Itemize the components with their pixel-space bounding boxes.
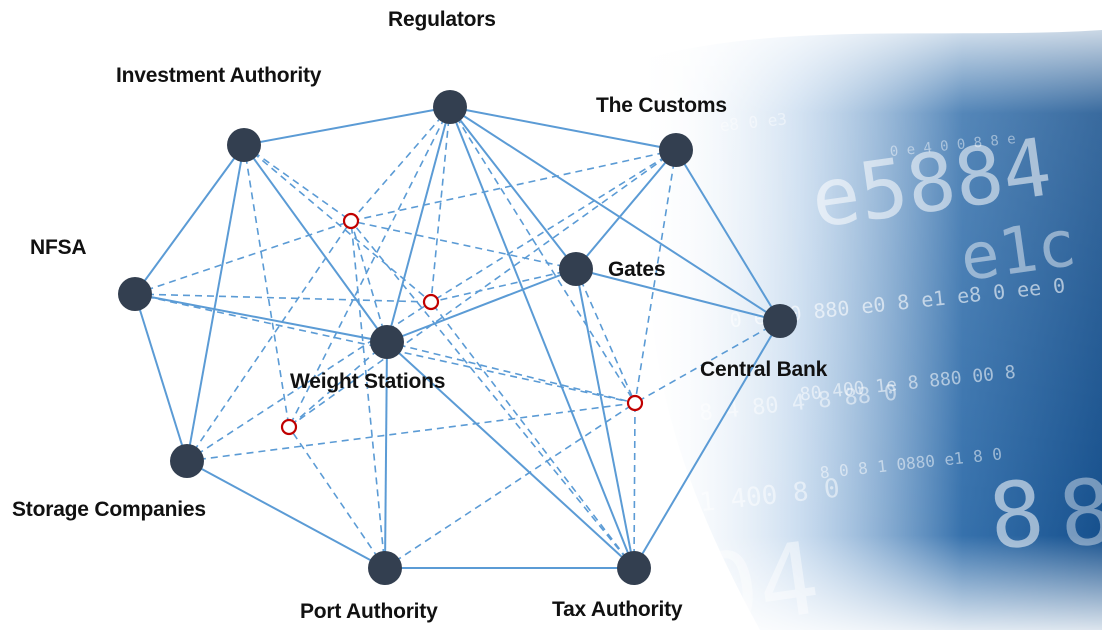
dashed-edge-investment-h4: [243, 144, 290, 428]
edge-customs-central: [675, 149, 781, 322]
dashed-edge-tax-h3: [633, 402, 636, 569]
edge-regulators-central: [449, 106, 781, 322]
label-weight-stations: Weight Stations: [290, 370, 446, 393]
label-tax-authority: Tax Authority: [552, 598, 683, 621]
edge-gates-weight: [386, 268, 577, 343]
dashed-edge-nfsa-h1: [134, 220, 352, 295]
node-central[interactable]: [763, 304, 797, 338]
edge-investment-weight: [243, 144, 388, 343]
node-investment[interactable]: [227, 128, 261, 162]
hub-node-h1: [342, 212, 360, 230]
dashed-edge-tax-h1: [350, 220, 635, 569]
edge-storage-port: [186, 460, 386, 569]
dashed-edge-weight-h1: [350, 220, 388, 343]
dashed-edge-gates-h2: [430, 268, 577, 303]
svg-text:e1c: e1c: [956, 207, 1081, 296]
hub-node-h3: [626, 394, 644, 412]
dashed-edge-port-h1: [350, 220, 386, 569]
dashed-edge-customs-h2: [430, 149, 677, 303]
hub-node-h2: [422, 293, 440, 311]
edge-gates-central: [575, 268, 781, 322]
dashed-edge-port-h3: [384, 402, 636, 569]
node-tax[interactable]: [617, 551, 651, 585]
dashed-edge-storage-h3: [186, 402, 636, 462]
edge-weight-port: [384, 341, 388, 569]
edge-investment-storage: [186, 144, 245, 462]
label-port-authority: Port Authority: [300, 600, 438, 623]
edge-regulators-tax: [449, 106, 635, 569]
edge-regulators-weight: [386, 106, 451, 343]
dashed-edges: [134, 106, 781, 569]
label-the-customs: The Customs: [596, 94, 727, 117]
hub-nodes: [280, 212, 644, 436]
label-investment-authority: Investment Authority: [116, 64, 322, 87]
dashed-edge-investment-h2: [243, 144, 432, 303]
node-gates[interactable]: [559, 252, 593, 286]
dashed-edge-central-h3: [634, 320, 781, 404]
entity-nodes: [118, 90, 797, 585]
dashed-edge-investment-h1: [243, 144, 352, 222]
dashed-edge-customs-h4: [288, 149, 677, 428]
node-regulators[interactable]: [433, 90, 467, 124]
node-customs[interactable]: [659, 133, 693, 167]
label-nfsa: NFSA: [30, 236, 87, 259]
dashed-edge-port-h4: [288, 426, 386, 569]
label-central-bank: Central Bank: [700, 358, 828, 381]
edge-regulators-gates: [449, 106, 577, 270]
dashed-edge-storage-h1: [186, 220, 352, 462]
edge-central-tax: [633, 320, 781, 569]
dashed-edge-gates-h1: [350, 220, 577, 270]
dashed-edge-tax-h2: [430, 301, 635, 569]
dashed-edge-customs-h3: [634, 149, 677, 404]
edge-weight-tax: [386, 341, 635, 569]
node-weight[interactable]: [370, 325, 404, 359]
dashed-edge-customs-h1: [350, 149, 677, 222]
node-port[interactable]: [368, 551, 402, 585]
node-storage[interactable]: [170, 444, 204, 478]
node-nfsa[interactable]: [118, 277, 152, 311]
hub-node-h4: [280, 418, 298, 436]
edge-nfsa-storage: [134, 293, 188, 462]
label-storage-companies: Storage Companies: [12, 498, 206, 521]
edge-nfsa-weight: [134, 293, 388, 343]
dashed-edge-nfsa-h2: [134, 293, 432, 303]
dashed-edge-weight-h3: [386, 341, 636, 404]
dashed-edge-gates-h3: [575, 268, 636, 404]
svg-text:8: 8: [984, 461, 1049, 571]
edge-gates-tax: [575, 268, 635, 569]
label-regulators: Regulators: [388, 8, 496, 31]
dashed-edge-weight-h4: [288, 341, 388, 428]
dashed-edge-regulators-h3: [449, 106, 636, 404]
dashed-edge-regulators-h2: [430, 106, 451, 303]
edge-investment-nfsa: [134, 144, 245, 295]
edge-regulators-investment: [243, 106, 451, 146]
edge-customs-gates: [575, 149, 677, 270]
edge-regulators-customs: [449, 106, 677, 151]
solid-edges: [134, 106, 781, 569]
dashed-edge-regulators-h1: [350, 106, 451, 222]
label-gates: Gates: [608, 258, 666, 281]
